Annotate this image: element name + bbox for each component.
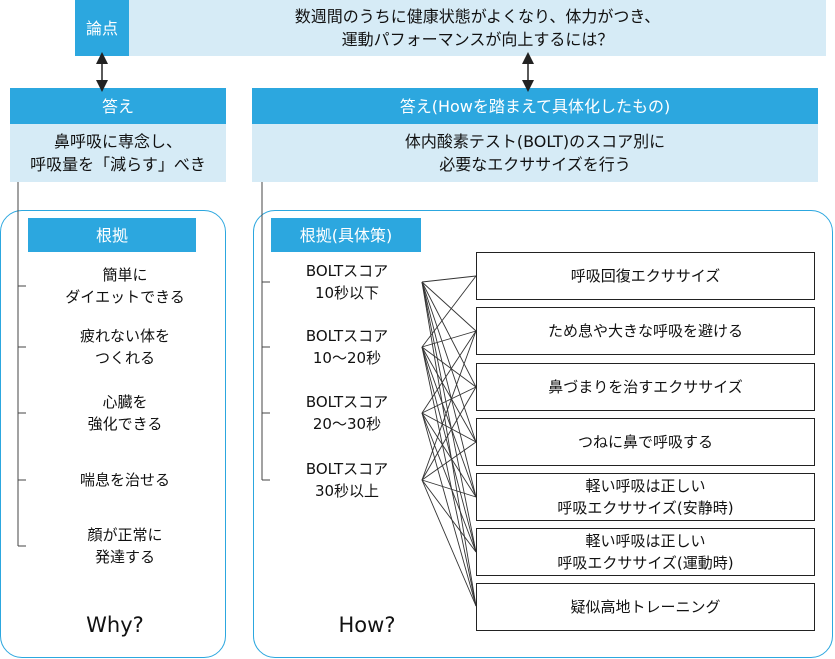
bolt-score-1: BOLTスコア 10秒以下: [305, 262, 389, 302]
why-item-1: 簡単に ダイエットできる: [65, 266, 185, 306]
issue-text: 数週間のうちに健康状態がよくなり、体力がつき、 運動パフォーマンスが向上するには…: [129, 0, 826, 56]
exercise-box-4: つねに鼻で呼吸する: [476, 418, 815, 466]
answer-text: 鼻呼吸に専念し、 呼吸量を「減らす」べき: [10, 124, 226, 182]
why-footer: Why?: [86, 613, 144, 637]
why-item-4: 喘息を治せる: [79, 471, 170, 489]
why-item-5: 顔が正常に 発達する: [87, 526, 163, 566]
answer-detail-text: 体内酸素テスト(BOLT)のスコア別に 必要なエクササイズを行う: [252, 124, 818, 182]
exercise-box-7: 疑似高地トレーニング: [476, 583, 815, 631]
how-panel: [253, 210, 833, 658]
exercise-label-1: 呼吸回復エクササイズ: [570, 267, 721, 285]
exercise-box-6: 軽い呼吸は正しい 呼吸エクササイズ(運動時): [476, 528, 815, 576]
answer-detail-header: 答え(Howを踏まえて具体化したもの): [252, 88, 818, 124]
issue-label: 論点: [75, 0, 129, 56]
exercise-label-6: 軽い呼吸は正しい 呼吸エクササイズ(運動時): [557, 532, 734, 572]
bolt-score-2: BOLTスコア 10〜20秒: [305, 327, 389, 367]
exercise-box-1: 呼吸回復エクササイズ: [476, 252, 815, 300]
answer-header: 答え: [10, 88, 226, 124]
bolt-score-3: BOLTスコア 20〜30秒: [305, 393, 389, 433]
why-item-2: 疲れない体を つくれる: [79, 327, 170, 367]
how-header: 根拠(具体策): [271, 218, 421, 252]
how-footer: How?: [338, 613, 396, 637]
exercise-label-5: 軽い呼吸は正しい 呼吸エクササイズ(安静時): [557, 477, 734, 517]
exercise-label-2: ため息や大きな呼吸を避ける: [547, 322, 743, 340]
why-header: 根拠: [28, 218, 196, 252]
exercise-label-7: 疑似高地トレーニング: [570, 598, 721, 616]
exercise-label-4: つねに鼻で呼吸する: [577, 433, 713, 451]
exercise-box-3: 鼻づまりを治すエクササイズ: [476, 363, 815, 411]
why-item-3: 心臓を 強化できる: [87, 393, 163, 433]
score-exercise-links: [421, 275, 477, 607]
exercise-box-2: ため息や大きな呼吸を避ける: [476, 307, 815, 355]
exercise-box-5: 軽い呼吸は正しい 呼吸エクササイズ(安静時): [476, 473, 815, 521]
exercise-label-3: 鼻づまりを治すエクササイズ: [548, 378, 743, 396]
why-panel: [0, 210, 226, 658]
bolt-score-4: BOLTスコア 30秒以上: [305, 460, 389, 500]
